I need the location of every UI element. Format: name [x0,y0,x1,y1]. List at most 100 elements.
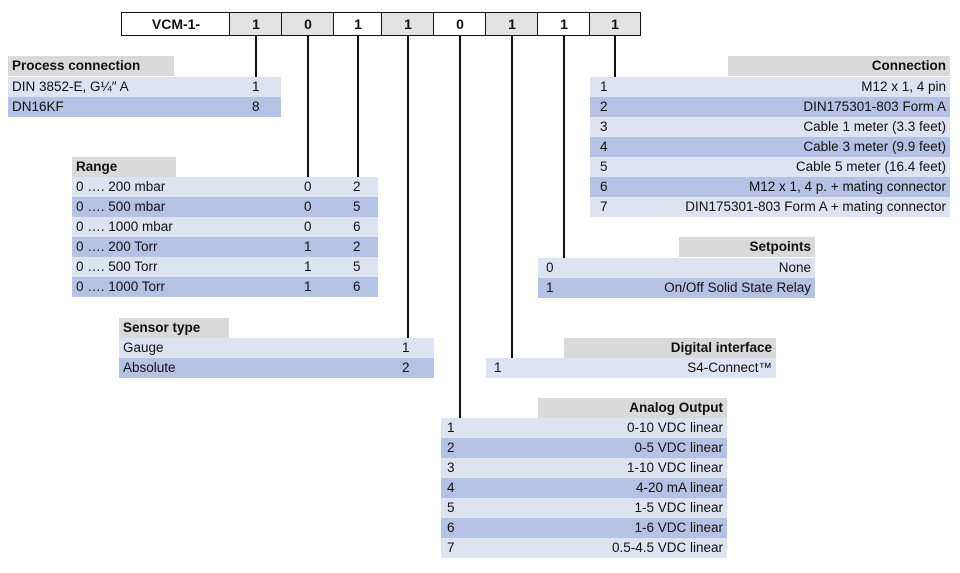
option-code-2: 6 [353,219,361,234]
sensor-type-row: Absolute 2 [119,358,434,378]
connection-row: 4 Cable 3 meter (9.9 feet) [590,137,950,157]
option-label: S4-Connect™ [687,360,772,375]
option-code: 5 [447,500,455,515]
option-label: 4-20 mA linear [635,480,723,495]
code-digit-sensor-type: 1 [381,12,435,36]
option-label: 1-6 VDC linear [634,520,723,535]
option-label: 0 …. 500 mbar [76,199,166,214]
range-row: 0 …. 1000 Torr 1 6 [72,277,378,297]
connector-setpoints [563,36,565,258]
option-label: 0 …. 200 Torr [76,239,158,254]
setpoints-header: Setpoints [679,237,815,257]
analog-output-row: 6 1-6 VDC linear [441,518,727,538]
connector-process-connection [255,36,257,78]
setpoints-row: 1 On/Off Solid State Relay [538,278,815,298]
option-code-1: 1 [304,279,312,294]
option-code-2: 6 [353,279,361,294]
option-code: 8 [252,99,260,114]
option-code-1: 0 [304,179,312,194]
option-code: 4 [447,480,455,495]
option-code: 6 [600,179,608,194]
option-code: 3 [600,119,608,134]
process-connection-header: Process connection [8,56,174,76]
analog-output-header: Analog Output [538,398,727,418]
connection-row: 5 Cable 5 meter (16.4 feet) [590,157,950,177]
code-digit-analog-output: 0 [433,12,487,36]
option-code: 5 [600,159,608,174]
option-code-1: 0 [304,199,312,214]
setpoints-row: 0 None [538,258,815,278]
option-label: Cable 1 meter (3.3 feet) [803,119,946,134]
digital-interface-row: 1 S4-Connect™ [486,358,776,378]
option-label: 0 …. 1000 mbar [76,219,173,234]
digital-interface-header: Digital interface [564,338,776,358]
option-label: DIN175301-803 Form A [803,99,946,114]
option-code: 4 [600,139,608,154]
analog-output-row: 5 1-5 VDC linear [441,498,727,518]
connector-range-1 [307,36,309,177]
connector-sensor-type [407,36,409,338]
option-code-2: 2 [353,239,361,254]
code-digit-connection: 1 [589,12,641,36]
option-code: 2 [600,99,608,114]
connection-row: 7 DIN175301-803 Form A + mating connecto… [590,197,950,217]
option-code-1: 1 [304,259,312,274]
code-digit-process-connection: 1 [229,12,283,36]
connection-header: Connection [728,56,950,76]
range-row: 0 …. 500 Torr 1 5 [72,257,378,277]
option-label: M12 x 1, 4 pin [861,79,946,94]
range-row: 0 …. 200 mbar 0 2 [72,177,378,197]
option-code: 1 [252,79,260,94]
connection-row: 6 M12 x 1, 4 p. + mating connector [590,177,950,197]
option-label: 0 …. 200 mbar [76,179,166,194]
analog-output-row: 7 0.5-4.5 VDC linear [441,538,727,558]
option-label: 1-10 VDC linear [626,460,723,475]
option-code: 1 [402,340,410,355]
process-connection-row: DIN 3852-E, G¼″ A 1 [8,77,281,97]
option-label: M12 x 1, 4 p. + mating connector [749,179,946,194]
option-label: Absolute [123,360,176,375]
code-digit-digital-interface: 1 [485,12,539,36]
option-code: 7 [600,199,608,214]
connector-digital-interface [511,36,513,358]
option-code-2: 2 [353,179,361,194]
option-code: 0 [546,260,554,275]
option-label: DIN 3852-E, G¼″ A [12,79,129,94]
option-code: 6 [447,520,455,535]
option-label: Gauge [123,340,164,355]
option-code-2: 5 [353,259,361,274]
option-code-1: 0 [304,219,312,234]
option-code: 2 [402,360,410,375]
option-label: 0-5 VDC linear [634,440,723,455]
option-code-1: 1 [304,239,312,254]
option-code: 1 [494,360,502,375]
connection-row: 1 M12 x 1, 4 pin [590,77,950,97]
option-label: DN16KF [12,99,64,114]
option-label: Cable 5 meter (16.4 feet) [795,159,946,174]
option-code: 3 [447,460,455,475]
option-code: 1 [447,420,455,435]
option-code: 7 [447,540,455,555]
option-label: None [778,260,811,275]
option-label: On/Off Solid State Relay [664,280,811,295]
connection-row: 2 DIN175301-803 Form A [590,97,950,117]
range-row: 0 …. 200 Torr 1 2 [72,237,378,257]
connector-analog-output [459,36,461,418]
option-label: DIN175301-803 Form A + mating connector [685,199,946,214]
process-connection-row: DN16KF 8 [8,97,281,117]
option-code: 1 [546,280,554,295]
sensor-type-row: Gauge 1 [119,338,434,358]
analog-output-row: 4 4-20 mA linear [441,478,727,498]
option-code: 2 [447,440,455,455]
range-header: Range [72,157,176,177]
option-label: Cable 3 meter (9.9 feet) [803,139,946,154]
analog-output-row: 2 0-5 VDC linear [441,438,727,458]
code-digit-setpoints: 1 [537,12,591,36]
order-code-prefix: VCM-1- [121,12,231,36]
range-row: 0 …. 500 mbar 0 5 [72,197,378,217]
range-row: 0 …. 1000 mbar 0 6 [72,217,378,237]
code-digit-range-1: 0 [281,12,335,36]
option-label: 1-5 VDC linear [634,500,723,515]
code-digit-range-2: 1 [333,12,383,36]
connector-range-2 [357,36,359,177]
